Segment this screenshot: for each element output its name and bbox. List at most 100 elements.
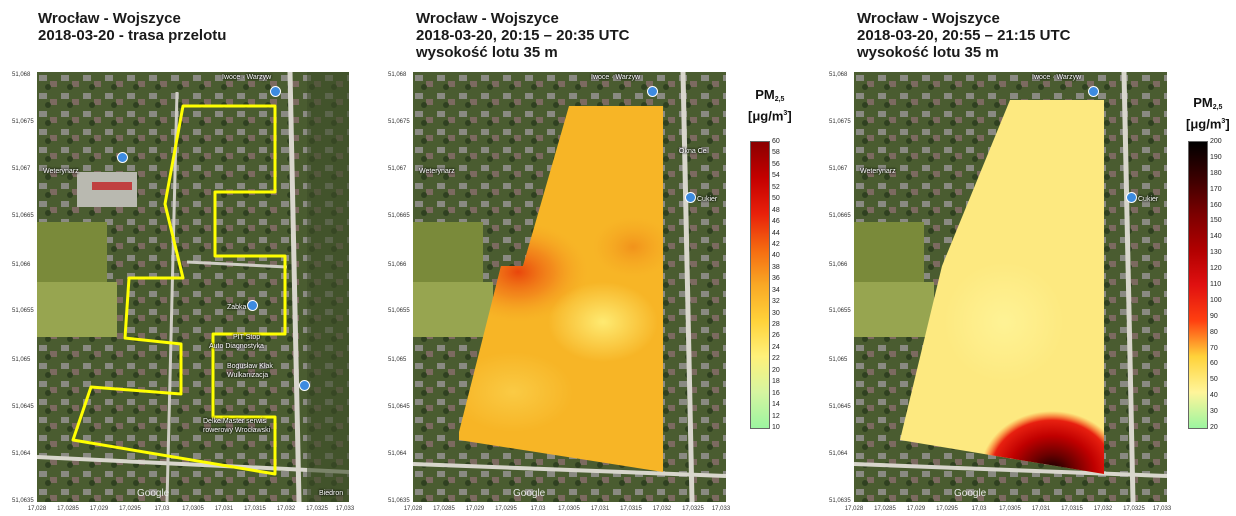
colorbar-tick: 170 [1210, 185, 1222, 193]
colorbar-tick: 16 [772, 389, 780, 397]
y-tick: 51,068 [829, 72, 848, 78]
y-tick: 51,068 [12, 72, 31, 78]
y-tick: 51,0635 [829, 498, 851, 504]
x-tick: 17,031 [214, 506, 234, 512]
colorbar-unit: [μg/m [748, 108, 784, 124]
map-label: Auto Diagnostyka [209, 343, 264, 350]
y-tick: 51,0635 [12, 498, 34, 504]
x-tick: 17,0305 [558, 506, 580, 512]
colorbar-unit-sup: 3 [783, 110, 788, 117]
colorbar-tick: 12 [772, 412, 780, 420]
y-tick: 51,0655 [12, 308, 34, 314]
y-tick: 51,0675 [388, 119, 410, 125]
colorbar-tick: 38 [772, 263, 780, 271]
colorbar-tick: 80 [1210, 328, 1218, 336]
colorbar-tick: 110 [1210, 281, 1222, 288]
x-tick: 17,0295 [119, 506, 141, 512]
x-tick: 17,0285 [57, 506, 79, 512]
x-tick: 17,031 [590, 506, 610, 512]
colorbar-tick: 34 [772, 286, 780, 294]
x-tick: 17,0305 [182, 506, 204, 512]
google-attribution: Google [137, 488, 170, 499]
x-tick: 17,0295 [495, 506, 517, 512]
y-tick: 51,065 [388, 357, 407, 363]
colorbar-tick: 52 [772, 183, 780, 191]
colorbar-tick: 54 [772, 172, 780, 180]
title-line-1: Wrocław - Wojszyce [857, 10, 1000, 27]
colorbar-tick: 58 [772, 149, 780, 157]
colorbar-tick: 200 [1210, 138, 1222, 145]
x-tick: 17,0325 [306, 506, 328, 512]
x-tick: 17,031 [1031, 506, 1051, 512]
map-pin-icon[interactable] [1126, 192, 1137, 203]
y-tick: 51,065 [829, 357, 848, 363]
x-tick: 17,028 [27, 506, 47, 512]
x-tick: 17,032 [276, 506, 296, 512]
colorbar-tick: 140 [1210, 233, 1222, 241]
map-pin-icon[interactable] [270, 86, 281, 97]
x-tick: 17,03 [530, 506, 546, 512]
colorbar-tick: 20 [1210, 424, 1218, 431]
title-line-2: 2018-03-20, 20:55 – 21:15 UTC [857, 27, 1071, 44]
y-tick: 51,0665 [12, 213, 34, 219]
x-tick: 17,0325 [682, 506, 704, 512]
colorbar-pm-label: PM [1193, 95, 1213, 110]
x-tick: 17,0305 [999, 506, 1021, 512]
map-pin-icon[interactable] [117, 152, 128, 163]
map-label: Iwoce · Warzyw [591, 74, 641, 81]
y-tick: 51,0645 [829, 404, 851, 410]
map-label: Bogusław Kłak [227, 363, 273, 370]
colorbar-tick: 50 [772, 195, 780, 203]
colorbar-tick: 100 [1210, 296, 1222, 304]
map-label: Iwoce · Warzyw [1032, 74, 1082, 81]
colorbar-tick: 44 [772, 229, 780, 237]
map-pin-icon[interactable] [1088, 86, 1099, 97]
x-tick: 17,03 [154, 506, 170, 512]
colorbar-title: PM2,5 [μg/m3] [748, 88, 792, 123]
x-tick: 17,0325 [1123, 506, 1145, 512]
map-background [413, 72, 726, 502]
map-label: Iwoce · Warzyw [222, 74, 272, 81]
colorbar-tick: 26 [772, 332, 780, 340]
colorbar-unit-sup: 3 [1221, 118, 1226, 125]
x-tick: 17,0285 [874, 506, 896, 512]
map-label: Cukier [1138, 196, 1159, 203]
colorbar-tick: 60 [772, 138, 780, 145]
map-pin-icon[interactable] [247, 300, 258, 311]
colorbar-tick: 10 [772, 424, 780, 431]
map-label: Weterynarz [43, 168, 79, 175]
colorbar-tick: 40 [772, 252, 780, 260]
satellite-map[interactable]: Iwoce · Warzyw Weterynarz Cukier Google [854, 72, 1167, 502]
colorbar-tick: 180 [1210, 169, 1222, 177]
y-tick: 51,0665 [829, 213, 851, 219]
colorbar-tick: 30 [772, 309, 780, 317]
x-tick: 17,03 [971, 506, 987, 512]
map-pin-icon[interactable] [685, 192, 696, 203]
colorbar-tick: 14 [772, 401, 780, 409]
y-tick: 51,068 [388, 72, 407, 78]
x-tick: 17,029 [906, 506, 926, 512]
colorbar-pm-label: PM [755, 87, 775, 102]
map-background [854, 72, 1167, 502]
colorbar-tick: 60 [1210, 360, 1218, 368]
panel-title: Wrocław - Wojszyce 2018-03-20, 20:55 – 2… [857, 10, 1070, 61]
panel-title: Wrocław - Wojszyce 2018-03-20 - trasa pr… [38, 10, 226, 44]
title-line-1: Wrocław - Wojszyce [416, 10, 559, 27]
satellite-map[interactable]: Iwoce · Warzyw Weterynarz Okna Ce Cukier… [413, 72, 726, 502]
map-pin-icon[interactable] [299, 380, 310, 391]
map-background [37, 72, 349, 502]
y-tick: 51,067 [388, 166, 407, 172]
colorbar-tick: 32 [772, 298, 780, 306]
google-attribution: Google [954, 488, 987, 499]
colorbar-tick: 22 [772, 355, 780, 363]
title-line-1: Wrocław - Wojszyce [38, 10, 181, 27]
x-tick: 17,0315 [244, 506, 266, 512]
map-label: PIT Stop [233, 334, 261, 341]
colorbar-gradient [1188, 141, 1208, 429]
colorbar-tick: 130 [1210, 249, 1222, 257]
satellite-map[interactable]: Iwoce · Warzyw Weterynarz Żabka PIT Stop… [37, 72, 349, 502]
x-tick: 17,028 [403, 506, 423, 512]
google-attribution: Google [513, 488, 546, 499]
map-pin-icon[interactable] [647, 86, 658, 97]
colorbar-pm-sub: 2,5 [774, 96, 785, 103]
